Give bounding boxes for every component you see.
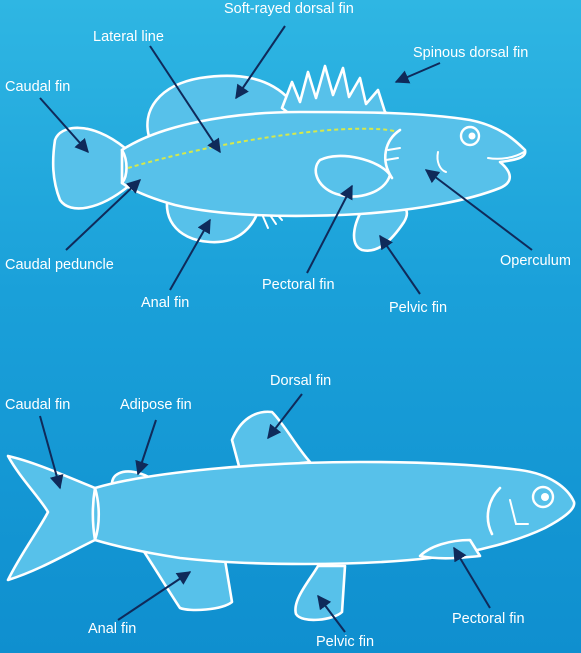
fish2-pelvic-fin: [295, 566, 345, 620]
arrow-spinous-dorsal: [396, 63, 440, 82]
label-operculum: Operculum: [500, 254, 571, 269]
arrow-adipose-fin: [138, 420, 156, 474]
label-anal-fin-2: Anal fin: [88, 622, 136, 637]
label-spinous-dorsal-fin: Spinous dorsal fin: [413, 46, 528, 61]
fish-2-salmonid: [8, 412, 574, 620]
label-pectoral-fin-1: Pectoral fin: [262, 278, 335, 293]
label-adipose-fin: Adipose fin: [120, 398, 192, 413]
label-caudal-fin-1: Caudal fin: [5, 80, 70, 95]
label-pelvic-fin-2: Pelvic fin: [316, 635, 374, 650]
label-lateral-line: Lateral line: [93, 30, 164, 45]
label-anal-fin-1: Anal fin: [141, 296, 189, 311]
label-dorsal-fin: Dorsal fin: [270, 374, 331, 389]
fish-1-perch: [53, 66, 525, 251]
label-soft-rayed-dorsal-fin: Soft-rayed dorsal fin: [224, 2, 354, 17]
fish1-caudal-fin: [53, 128, 130, 209]
label-pectoral-fin-2: Pectoral fin: [452, 612, 525, 627]
fish1-pupil: [469, 133, 476, 140]
label-caudal-peduncle: Caudal peduncle: [5, 258, 114, 273]
arrow-pelvic-fin-1: [380, 236, 420, 294]
fish2-caudal-fin: [8, 456, 95, 580]
fish2-body: [93, 462, 574, 564]
fish2-dorsal-fin: [232, 412, 310, 470]
label-caudal-fin-2: Caudal fin: [5, 398, 70, 413]
fish2-pupil: [541, 493, 549, 501]
label-pelvic-fin-1: Pelvic fin: [389, 301, 447, 316]
